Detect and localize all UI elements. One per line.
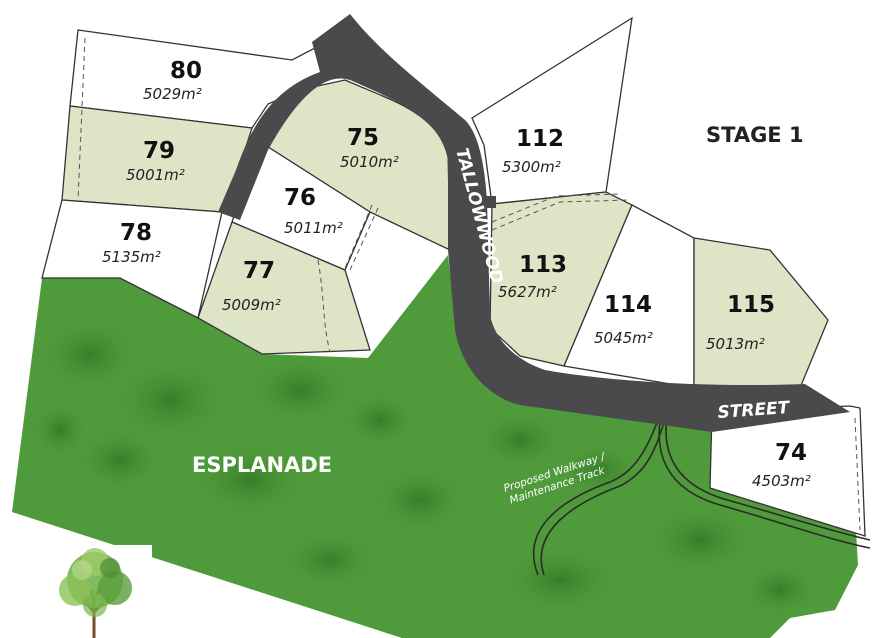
lot-114-number: 114 xyxy=(604,292,652,318)
lot-76-number: 76 xyxy=(284,185,316,211)
lot-75-area: 5010m² xyxy=(340,153,399,171)
lot-77-number: 77 xyxy=(243,258,275,284)
lot-77-area: 5009m² xyxy=(222,296,281,314)
lot-78[interactable] xyxy=(41,199,223,319)
lot-114-area: 5045m² xyxy=(594,329,653,347)
esplanade-reserve xyxy=(12,255,858,638)
lot-74-area: 4503m² xyxy=(752,472,811,490)
stage-label: STAGE 1 xyxy=(706,123,804,147)
lot-80-area: 5029m² xyxy=(143,85,202,103)
lot-80-number: 80 xyxy=(170,58,202,84)
lot-115-number: 115 xyxy=(727,292,775,318)
lot-79-number: 79 xyxy=(143,138,175,164)
lot-115-area: 5013m² xyxy=(706,335,765,353)
lot-76-area: 5011m² xyxy=(284,219,343,237)
tallowwood-road xyxy=(218,14,850,432)
easement-lines xyxy=(77,37,861,531)
lot-115[interactable] xyxy=(693,237,829,389)
tree-logo-icon xyxy=(40,545,152,638)
lot-113-number: 113 xyxy=(519,252,567,278)
lot-74-number: 74 xyxy=(775,440,807,466)
lot-112-area: 5300m² xyxy=(502,158,561,176)
lot-79-area: 5001m² xyxy=(126,166,185,184)
lot-77[interactable] xyxy=(197,221,371,355)
lot-78-area: 5135m² xyxy=(102,248,161,266)
lot-113-area: 5627m² xyxy=(498,283,557,301)
lot-112[interactable] xyxy=(471,16,633,205)
walkway-track xyxy=(532,409,871,576)
lot-112-number: 112 xyxy=(516,126,564,152)
lot-78-number: 78 xyxy=(120,220,152,246)
lot-75-number: 75 xyxy=(347,125,379,151)
esplanade-label: ESPLANADE xyxy=(192,453,332,477)
